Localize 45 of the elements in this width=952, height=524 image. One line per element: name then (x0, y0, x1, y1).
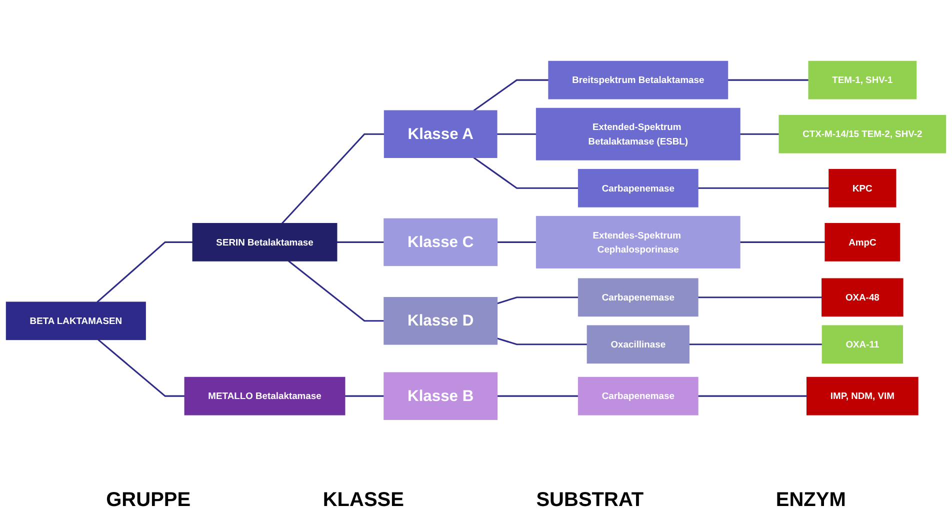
connector (728, 78, 809, 80)
column-heading: KLASSE (322, 488, 404, 512)
connector (698, 296, 822, 298)
connector (698, 394, 807, 396)
connector (473, 156, 578, 188)
connector (344, 394, 384, 396)
node-box: Klasse A (384, 110, 498, 158)
connector (689, 343, 822, 345)
connector (496, 337, 588, 345)
node-box: METALLO Betalaktamase (184, 376, 346, 415)
node-box: SERIN Betalaktamase (192, 222, 338, 261)
node-box: Extendes-Spektrum Cephalosporinase (536, 216, 740, 268)
node-box: OXA-11 (822, 324, 904, 364)
node-box: Breitspektrum Betalaktamase (548, 60, 728, 99)
connector (740, 240, 826, 243)
node-box: BETA LAKTAMASEN (6, 301, 146, 340)
connector (288, 260, 384, 322)
column-heading: ENZYM (776, 488, 846, 512)
column-heading: SUBSTRAT (536, 488, 644, 512)
connector (282, 132, 384, 224)
connector (496, 132, 536, 134)
connector (96, 240, 193, 302)
connector (497, 394, 578, 396)
connector (740, 132, 780, 134)
node-box: OXA-48 (822, 278, 904, 316)
node-box: Extended-Spektrum Betalaktamase (ESBL) (536, 107, 740, 160)
connector (336, 240, 384, 243)
connector (698, 186, 829, 188)
node-box: CTX-M-14/15 TEM-2, SHV-2 (778, 114, 946, 153)
connector (473, 78, 549, 111)
node-box: Klasse C (384, 218, 498, 266)
node-box: AmpC (824, 222, 900, 261)
node-box: KPC (828, 168, 896, 207)
node-box: Klasse D (384, 296, 498, 344)
node-box: Carbapenemase (578, 376, 698, 415)
column-heading: GRUPPE (106, 488, 191, 512)
node-box: Klasse B (384, 372, 498, 420)
node-box: Carbapenemase (578, 278, 698, 316)
node-box: Carbapenemase (578, 168, 698, 207)
node-box: TEM-1, SHV-1 (808, 60, 917, 99)
node-box: IMP, NDM, VIM (806, 376, 918, 415)
connector (497, 240, 536, 243)
connector (496, 296, 578, 304)
node-box: Oxacillinase (586, 324, 690, 364)
connector (98, 338, 185, 396)
